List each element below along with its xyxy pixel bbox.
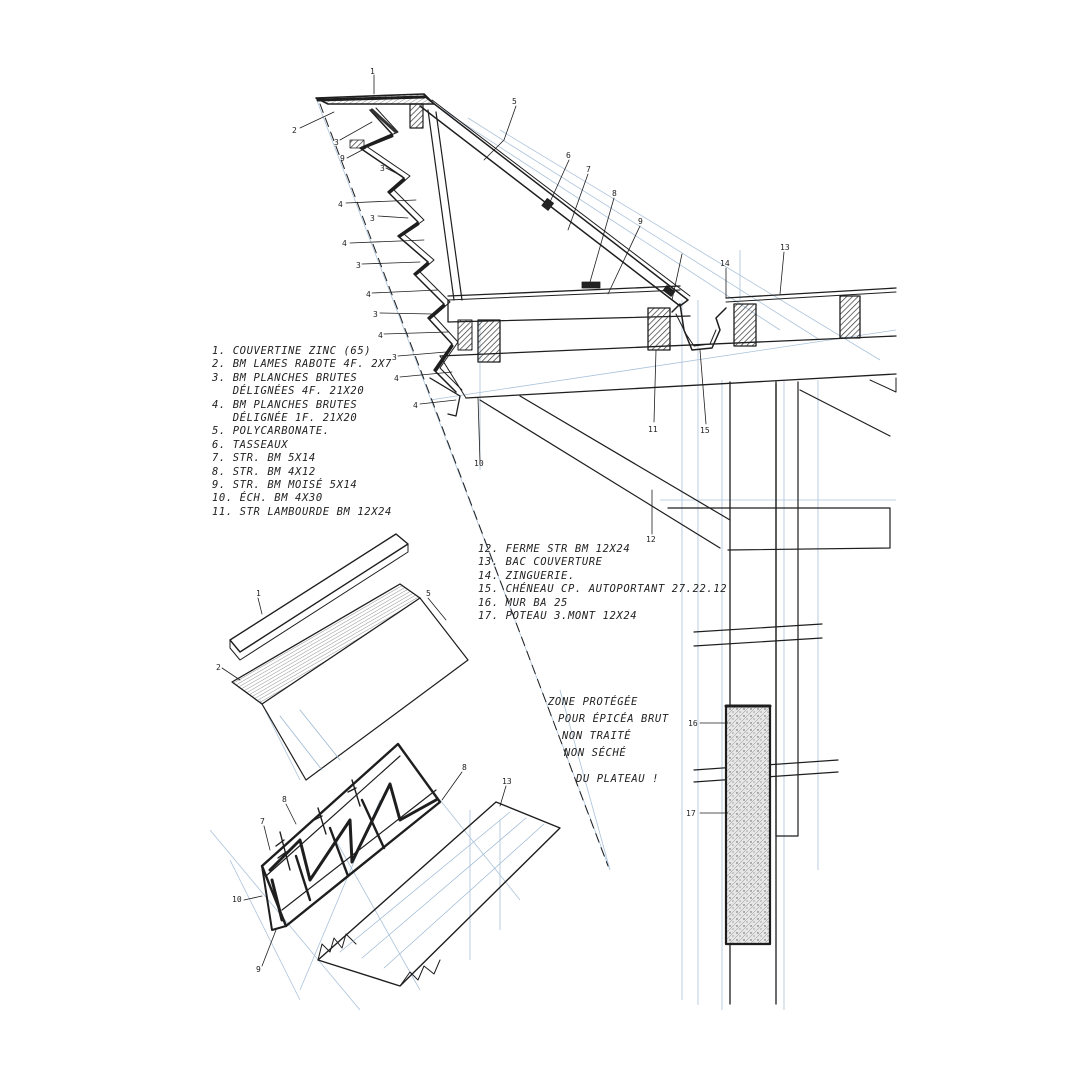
note-line: non séché	[564, 747, 627, 759]
callout-2: 2	[292, 126, 297, 135]
legend-item: délignée 1F. 21x20	[212, 412, 358, 425]
callout-10: 10	[232, 895, 242, 904]
legend-item: 5. polycarbonate.	[212, 425, 330, 438]
pencil-guides	[209, 97, 897, 1011]
callout-4: 4	[413, 401, 418, 410]
legend-item: 1. couvertine zinc (65)	[212, 345, 372, 357]
callout-17: 17	[686, 809, 696, 818]
callout-2: 2	[216, 663, 221, 672]
callout-5: 5	[512, 97, 517, 106]
callout-1: 1	[256, 589, 261, 598]
callout-9: 9	[638, 217, 643, 226]
legend-item: 14. zinguerie.	[478, 569, 575, 582]
legend-list-secondary: 12. ferme STR BM 12x24 13. bac couvertur…	[478, 543, 727, 623]
callout-15: 15	[700, 426, 710, 435]
callout-4: 4	[378, 331, 383, 340]
legend-item: 2. BM lames rabote 4F. 2x7	[212, 358, 392, 371]
callout-3: 3	[373, 310, 378, 319]
legend-item: 8. STR. BM 4x12	[212, 465, 316, 478]
callout-3: 3	[370, 214, 375, 223]
callout-8: 8	[282, 795, 287, 804]
note-line: du plateau !	[576, 773, 660, 785]
callout-8: 8	[462, 763, 467, 772]
callout-11: 11	[648, 425, 658, 434]
legend-item: 10. éch. BM 4x30	[212, 492, 323, 505]
callout-5: 5	[426, 589, 431, 598]
callout-6: 6	[566, 151, 571, 160]
legend-item: 9. STR. BM moisé 5x14	[212, 479, 358, 492]
protected-zone-note: zone protégée pour épicéa brut non trait…	[548, 694, 669, 788]
legend-item: 6. tasseaux	[212, 438, 289, 451]
legend-item: 13. bac couverture	[478, 556, 603, 569]
callout-3: 3	[380, 164, 385, 173]
callout-4: 4	[366, 290, 371, 299]
legend-list-primary: 1. couvertine zinc (65) 2. BM lames rabo…	[212, 345, 392, 519]
callout-9: 9	[340, 154, 345, 163]
legend-item: 7. STR. BM 5x14	[212, 452, 316, 465]
roof-section-drawing	[299, 74, 897, 1005]
note-line: non traité	[562, 730, 632, 742]
note-line: zone protégée	[548, 696, 638, 708]
callout-4: 4	[342, 239, 347, 248]
callout-9: 9	[256, 965, 261, 974]
legend-item: 3. BM planches brutes	[212, 371, 358, 384]
legend-item: 16. mur BA 25	[478, 596, 568, 609]
legend-item: 12. ferme STR BM 12x24	[478, 543, 631, 555]
callout-8: 8	[612, 189, 617, 198]
callout-16: 16	[688, 719, 698, 728]
callout-13: 13	[780, 243, 790, 252]
callout-13: 13	[502, 777, 512, 786]
callout-3: 3	[356, 261, 361, 270]
callout-numbers: 1 2 3 9 3 4 3 4 3 4 3 4 3 4 4 5 6 7 8 9 …	[216, 67, 790, 974]
note-line: pour épicéa brut	[558, 713, 669, 725]
legend-item: délignées 4F. 21x20	[212, 385, 365, 398]
callout-3: 3	[334, 138, 339, 147]
callout-12: 12	[646, 535, 656, 544]
exploded-axonometric	[221, 533, 561, 987]
callout-3: 3	[392, 353, 397, 362]
callout-7: 7	[260, 817, 265, 826]
legend-item: 17. poteau 3.mont 12x24	[478, 610, 638, 623]
legend-item: 15. chéneau CP. autoportant 27.22.12	[478, 583, 728, 596]
callout-1: 1	[370, 67, 375, 76]
callout-14: 14	[720, 259, 730, 268]
callout-4: 4	[338, 200, 343, 209]
legend-item: 4. BM planches brutes	[212, 398, 358, 411]
legend-item: 11. STR lambourde BM 12x24	[212, 505, 392, 518]
callout-4: 4	[394, 374, 399, 383]
callout-10: 10	[474, 459, 484, 468]
callout-7: 7	[586, 165, 591, 174]
